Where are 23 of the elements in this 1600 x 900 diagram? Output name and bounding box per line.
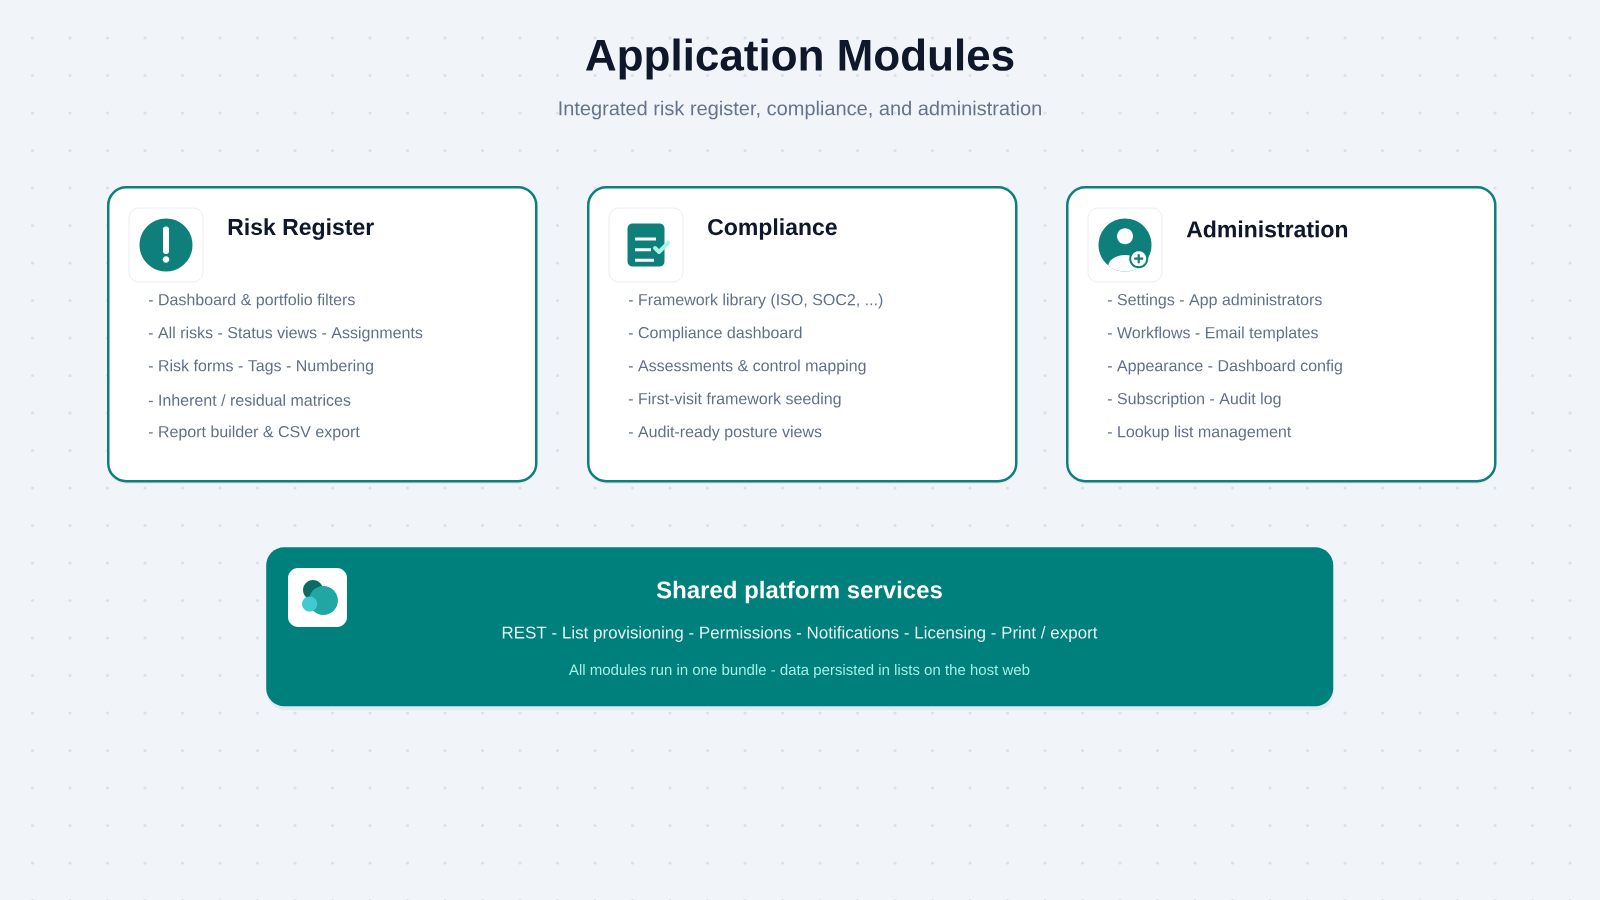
- feature-item: - Subscription - Audit log: [1107, 392, 1281, 408]
- feature-item: - Framework library (ISO, SOC2, ...): [628, 293, 883, 309]
- feature-item: - Risk forms - Tags - Numbering: [148, 359, 373, 375]
- title: Application Modules: [586, 38, 1014, 80]
- feature-item: - Audit-ready posture views: [628, 425, 822, 441]
- feature-item: - Report builder & CSV export: [148, 425, 360, 441]
- subtitle: Integrated risk register, compliance, and administration: [559, 100, 1041, 120]
- panel-note: All modules run in one bundle - data persisted in lists on the host web: [569, 664, 1030, 678]
- feature-item: - Workflows - Email templates: [1107, 326, 1318, 342]
- feature-item: - Assessments & control mapping: [628, 359, 866, 375]
- feature-item: - Lookup list management: [1107, 425, 1292, 441]
- feature-item: - Inherent / residual matrices: [148, 394, 351, 406]
- feature-item: - Settings - App administrators: [1107, 293, 1322, 309]
- service-list: REST - List provisioning - Permissions - Notifications - Licensing - Print / export: [502, 626, 1098, 642]
- feature-item: - Compliance dashboard: [628, 326, 802, 342]
- feature-item: - All risks - Status views - Assignments: [148, 326, 423, 342]
- card-heading: Administration: [1186, 220, 1348, 238]
- card-heading: Compliance: [708, 218, 837, 240]
- feature-item: - Appearance - Dashboard config: [1107, 359, 1342, 375]
- feature-item: - Dashboard & portfolio filters: [148, 293, 355, 309]
- panel-heading: Shared platform services: [656, 580, 942, 604]
- card-heading: Risk Register: [228, 218, 374, 240]
- feature-item: - First-visit framework seeding: [628, 392, 841, 408]
